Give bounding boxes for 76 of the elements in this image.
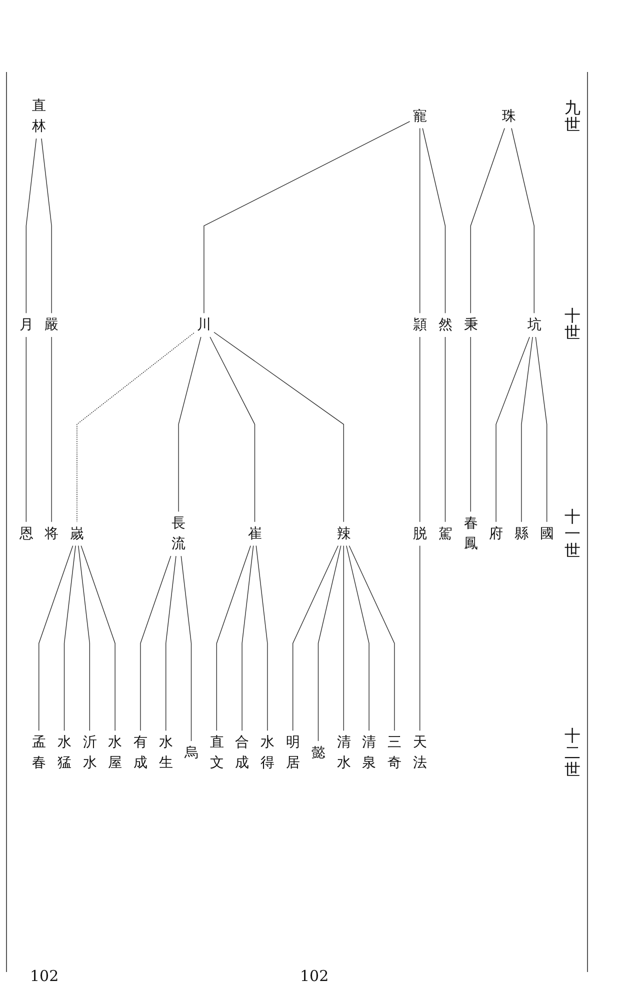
lineage-line (210, 336, 256, 522)
lineage-line (26, 138, 37, 314)
lineage-line (180, 556, 192, 742)
name-text: 川 (197, 316, 211, 333)
name-text: 春鳳 (464, 515, 478, 552)
name-text: 辣 (336, 526, 351, 542)
lineage-line (256, 545, 268, 731)
generation-label: 九世 (564, 100, 581, 134)
name-text: 頴 (412, 316, 427, 333)
lineage-line (166, 556, 176, 731)
lineage-line (76, 332, 194, 522)
lineage-line (214, 332, 344, 522)
lineage-line (64, 545, 76, 731)
name-text: 水生 (158, 734, 173, 771)
name-text: 天法 (412, 734, 427, 771)
name-text: 沂水 (82, 734, 97, 771)
lineage-line (216, 545, 251, 731)
lineage-line (511, 128, 534, 314)
lineage-line (51, 336, 52, 522)
generation-label: 十世 (564, 308, 581, 342)
lineage-line (343, 545, 344, 731)
name-text: 寵 (412, 108, 427, 124)
name-text: 崔 (248, 526, 262, 542)
page-number: 102 (300, 968, 329, 984)
generation-label: 十一世 (564, 509, 581, 560)
name-text: 将 (44, 526, 58, 542)
name-text: 三奇 (388, 734, 402, 771)
name-text: 珠 (502, 108, 516, 124)
lineage-line (470, 128, 505, 314)
lineage-line (78, 545, 90, 731)
lineage-line (535, 336, 548, 522)
lineage-line (178, 336, 202, 512)
name-text: 孟春 (32, 734, 46, 771)
lineage-line (26, 336, 27, 522)
lineage-line (348, 545, 395, 731)
name-text: 恩 (19, 526, 34, 542)
lineage-line (346, 545, 370, 731)
name-text: 直林 (32, 98, 46, 134)
name-text: 直文 (210, 734, 224, 771)
name-text: 明居 (286, 734, 300, 771)
lineage-line (422, 128, 446, 314)
lineage-line (470, 336, 471, 512)
lineage-line (292, 545, 338, 731)
name-text: 月 (19, 316, 34, 333)
lineage-line (38, 545, 74, 731)
name-text: 水屋 (108, 734, 122, 771)
name-text: 合成 (235, 734, 249, 771)
lineage-line (80, 545, 116, 731)
name-text: 長流 (172, 515, 186, 552)
name-text: 坑 (527, 316, 541, 333)
lineage-line (140, 556, 172, 731)
lineage-line (41, 138, 52, 314)
name-text: 駕 (438, 526, 452, 542)
name-text: 嚴 (44, 316, 58, 333)
name-text: 縣 (514, 526, 528, 542)
name-text: 水得 (260, 734, 274, 771)
name-text: 水猛 (57, 734, 72, 771)
name-text: 然 (438, 316, 452, 333)
lineage-line (318, 545, 342, 742)
generation-label: 十二世 (564, 728, 581, 778)
lineage-line (496, 336, 530, 522)
lineage-line (521, 336, 533, 522)
name-text: 國 (540, 526, 554, 542)
name-text: 嵗 (70, 526, 84, 542)
name-text: 脱 (412, 526, 427, 542)
name-text: 有成 (134, 734, 148, 771)
name-text: 烏 (184, 744, 198, 761)
name-text: 清泉 (362, 734, 376, 771)
lineage-line (242, 545, 254, 731)
name-text: 秉 (464, 316, 478, 333)
lineage-line (444, 336, 446, 522)
name-text: 清水 (336, 734, 351, 771)
name-text: 懿 (311, 744, 326, 761)
name-text: 府 (489, 526, 503, 542)
lineage-line (204, 121, 410, 314)
page-number: 102 (30, 968, 59, 984)
